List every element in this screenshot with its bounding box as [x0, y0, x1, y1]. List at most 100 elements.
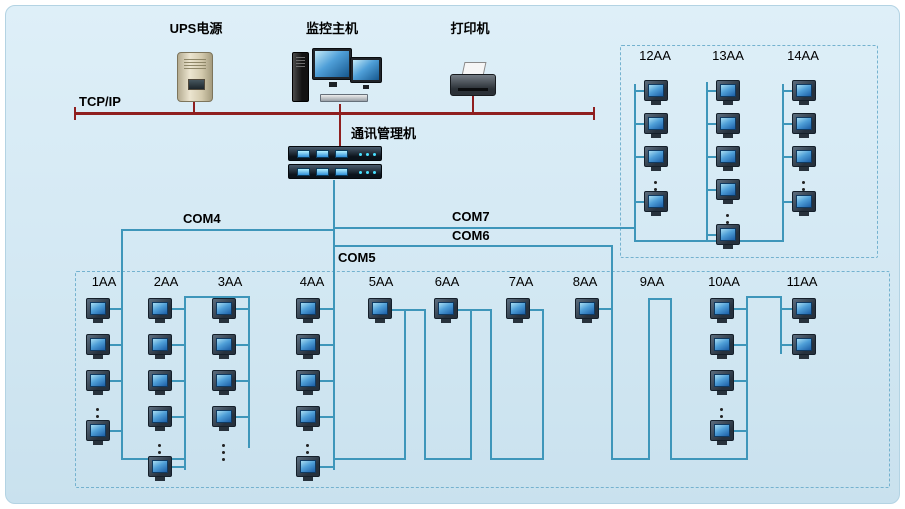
- host-label: 监控主机: [305, 21, 358, 36]
- wire-segment: [184, 296, 186, 470]
- power-meter-icon: [792, 298, 816, 324]
- comm-led: [366, 171, 369, 174]
- wire-segment: [424, 458, 472, 460]
- comm-manager-icon: [288, 146, 382, 180]
- comm-screen: [335, 150, 348, 158]
- wire-segment: [392, 309, 425, 311]
- meter-group-box-bottom: [75, 271, 890, 488]
- wire-segment: [784, 201, 792, 203]
- wire-segment: [172, 344, 184, 346]
- power-meter-icon: [716, 80, 740, 106]
- meter-group-label: 12AA: [639, 48, 671, 63]
- power-meter-icon: [296, 456, 320, 482]
- power-meter-icon: [148, 298, 172, 324]
- com7-label: COM7: [452, 209, 490, 224]
- monitor-icon: [350, 57, 382, 83]
- power-meter-icon: [148, 370, 172, 396]
- wire-segment: [636, 201, 644, 203]
- network-bus-line: [339, 104, 341, 112]
- power-meter-icon: [792, 113, 816, 139]
- power-meter-icon: [716, 224, 740, 250]
- power-meter-icon: [710, 420, 734, 446]
- wire-segment: [333, 180, 335, 470]
- wire-segment: [634, 240, 784, 242]
- wire-segment: [611, 458, 650, 460]
- power-meter-icon: [86, 334, 110, 360]
- wire-segment: [490, 309, 492, 460]
- wire-segment: [404, 309, 406, 460]
- wire-segment: [172, 416, 184, 418]
- power-meter-icon: [644, 113, 668, 139]
- comm-screen: [316, 168, 329, 176]
- monitoring-host-icon: [290, 46, 384, 108]
- wire-segment: [636, 123, 644, 125]
- power-meter-icon: [368, 298, 392, 324]
- wire-segment: [320, 380, 333, 382]
- wire-segment: [636, 156, 644, 158]
- wire-segment: [611, 245, 613, 460]
- printer-output-slot: [458, 88, 488, 91]
- wire-segment: [236, 380, 248, 382]
- pc-tower-icon: [292, 52, 309, 102]
- power-meter-icon: [86, 420, 110, 446]
- network-bus-line: [472, 96, 474, 112]
- power-meter-icon: [716, 113, 740, 139]
- power-meter-icon: [792, 191, 816, 217]
- wire-segment: [542, 309, 544, 460]
- power-meter-icon: [792, 80, 816, 106]
- wire-segment: [320, 344, 333, 346]
- monitor-screen: [315, 51, 349, 77]
- ellipsis-dots-icon: [222, 444, 226, 465]
- power-meter-icon: [716, 179, 740, 205]
- comm-led: [359, 153, 362, 156]
- wire-segment: [708, 189, 716, 191]
- wire-segment: [780, 296, 782, 354]
- wire-segment: [708, 90, 716, 92]
- power-meter-icon: [212, 406, 236, 432]
- wire-segment: [599, 308, 611, 310]
- power-meter-icon: [710, 334, 734, 360]
- wire-segment: [490, 458, 544, 460]
- com5-label: COM5: [338, 250, 376, 265]
- network-bus-line: [193, 101, 195, 112]
- wire-segment: [706, 82, 708, 242]
- wire-segment: [248, 296, 250, 448]
- wire-segment: [636, 90, 644, 92]
- wire-segment: [670, 298, 672, 460]
- wire-segment: [782, 344, 792, 346]
- meter-group-box-top-right: [620, 45, 878, 258]
- wire-segment: [121, 229, 335, 231]
- meter-group-label: 9AA: [639, 274, 665, 289]
- network-bus-line: [593, 107, 595, 120]
- comm-led: [373, 171, 376, 174]
- power-meter-icon: [434, 298, 458, 324]
- power-meter-icon: [792, 146, 816, 172]
- wire-segment: [110, 308, 121, 310]
- wire-segment: [734, 344, 746, 346]
- ups-icon: [177, 52, 213, 102]
- wire-segment: [708, 123, 716, 125]
- wire-segment: [734, 430, 746, 432]
- wire-segment: [333, 227, 635, 229]
- meter-group-label: 6AA: [434, 274, 460, 289]
- meter-group-label: 14AA: [787, 48, 819, 63]
- com4-label: COM4: [183, 211, 221, 226]
- wire-segment: [782, 308, 792, 310]
- comm-led: [359, 171, 362, 174]
- comm-screen: [335, 168, 348, 176]
- power-meter-icon: [506, 298, 530, 324]
- wire-segment: [708, 156, 716, 158]
- power-meter-icon: [212, 370, 236, 396]
- wire-segment: [424, 309, 426, 460]
- wire-segment: [333, 245, 613, 247]
- wire-segment: [746, 296, 748, 460]
- network-bus-line: [74, 107, 76, 120]
- power-meter-icon: [212, 334, 236, 360]
- wire-segment: [110, 344, 121, 346]
- power-meter-icon: [792, 334, 816, 360]
- ups-label: UPS电源: [169, 21, 223, 36]
- monitor-stand: [329, 82, 337, 87]
- power-meter-icon: [710, 298, 734, 324]
- power-meter-icon: [86, 298, 110, 324]
